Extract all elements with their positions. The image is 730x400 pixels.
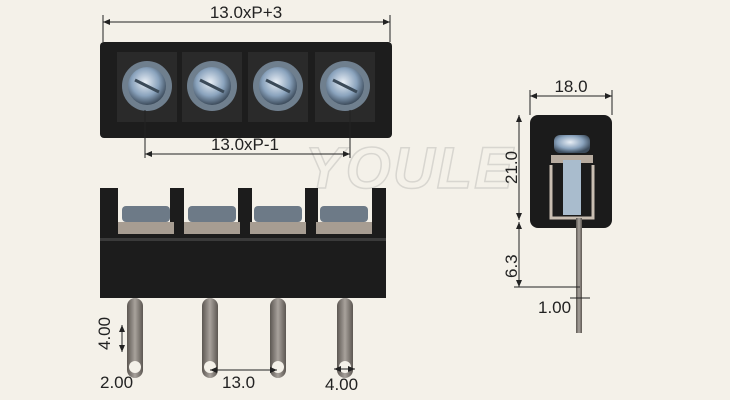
pin-width-label: 4.00 xyxy=(325,375,358,394)
screw-slot xyxy=(332,78,358,94)
screw-slot xyxy=(199,78,225,94)
screw-slot xyxy=(134,78,160,94)
screw-side-icon xyxy=(122,206,170,222)
side-view: 18.0 21.0 6.3 1.00 xyxy=(502,77,613,333)
pin-protrusion-label: 6.3 xyxy=(502,254,521,278)
screw-slot xyxy=(265,78,291,94)
depth-label: 18.0 xyxy=(554,77,587,96)
front-view: 4.00 2.00 13.0 4.00 xyxy=(95,188,386,394)
pin-hole xyxy=(204,361,216,373)
pin-hole xyxy=(129,361,141,373)
clamp-plate xyxy=(316,222,372,234)
pin-length-label: 4.00 xyxy=(95,317,114,350)
overall-width-label: 13.0xP+3 xyxy=(210,3,282,22)
screw-side-icon xyxy=(254,206,302,222)
height-label: 21.0 xyxy=(502,151,521,184)
screw-side-icon xyxy=(188,206,236,222)
pin-hole xyxy=(339,361,351,373)
clamp-plate xyxy=(118,222,174,234)
top-view: 13.0xP+3 13.0xP-1 xyxy=(100,3,392,158)
solder-pin xyxy=(127,298,143,378)
watermark-logo: YOULE xyxy=(305,136,515,201)
inner-width-label: 13.0xP-1 xyxy=(211,135,279,154)
solder-pin xyxy=(270,298,286,378)
clamp-plate xyxy=(184,222,240,234)
solder-pin xyxy=(337,298,353,378)
pin-thickness-label: 1.00 xyxy=(538,298,571,317)
clamp-plate xyxy=(250,222,306,234)
screw-side-icon xyxy=(320,206,368,222)
pin-hole xyxy=(272,361,284,373)
pin-offset-label: 2.00 xyxy=(100,373,133,392)
solder-pin xyxy=(202,298,218,378)
pitch-label: 13.0 xyxy=(222,373,255,392)
